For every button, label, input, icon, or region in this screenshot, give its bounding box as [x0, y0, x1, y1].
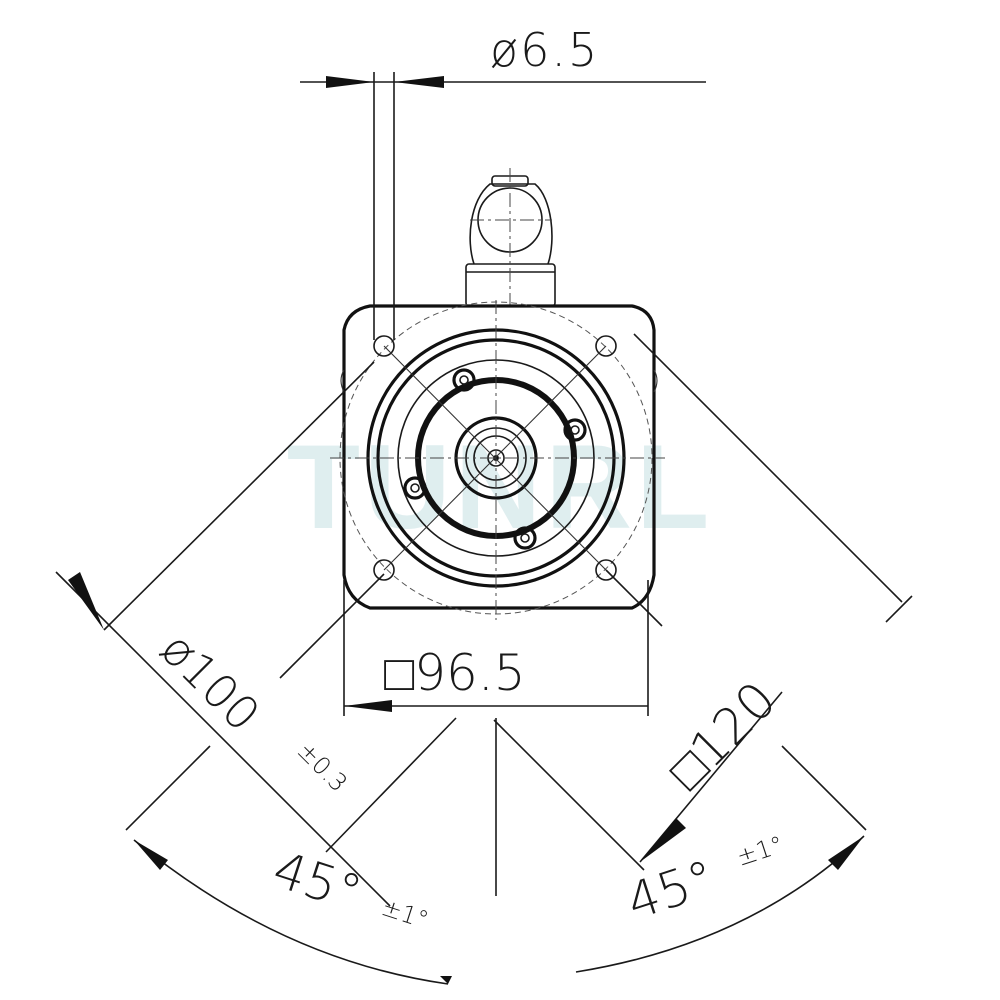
flange-square-dimension: □96.5 — [343, 580, 649, 716]
body-square-dimension: □120 — [605, 333, 913, 863]
mounting-holes — [373, 335, 617, 581]
watermark-text: TUNRL — [287, 420, 714, 554]
pitch-circle-tolerance: ±0.3 — [292, 736, 353, 797]
hole-diameter-label: ø6.5 — [490, 23, 599, 77]
angle-dimensions: 45° ±1° 45° ±1° — [125, 717, 867, 985]
flange-square-label: □96.5 — [384, 644, 526, 702]
connector — [465, 168, 556, 307]
pitch-circle-label: ø100 — [150, 622, 270, 742]
angle-left-label: 45° — [266, 840, 368, 923]
center-lines — [330, 300, 665, 620]
angle-left-tolerance: ±1° — [378, 893, 432, 934]
hole-diameter-dimension: ø6.5 — [300, 23, 706, 340]
bolt-holes — [403, 368, 587, 550]
body-square-label: □120 — [657, 671, 787, 801]
angle-right-tolerance: ±1° — [733, 830, 787, 871]
